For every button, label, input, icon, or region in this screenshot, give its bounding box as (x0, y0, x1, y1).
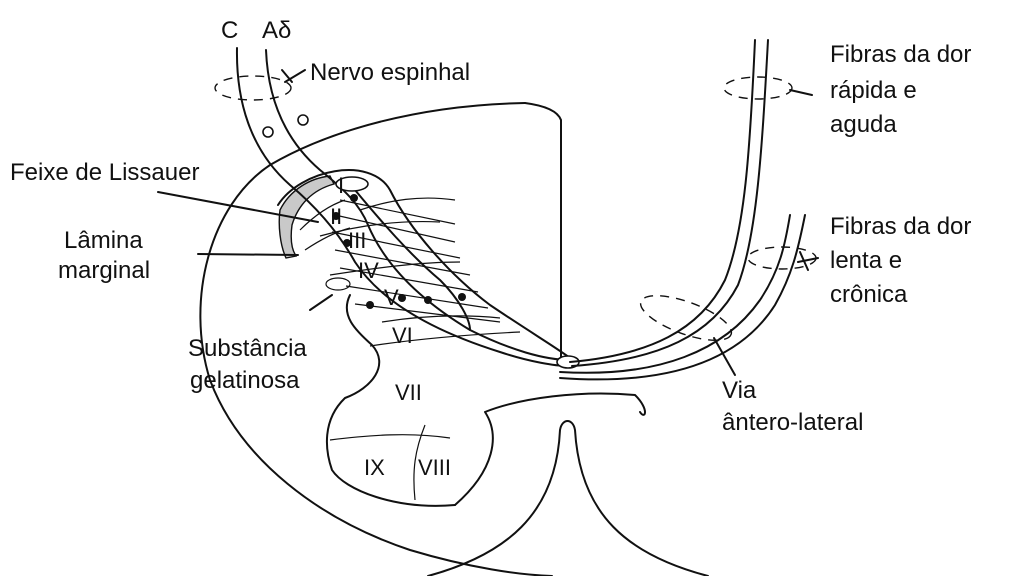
lamina-marginal-leader (198, 254, 298, 255)
a-delta-fiber-label: Aδ (262, 17, 291, 44)
lamina-V-label: V (384, 285, 399, 310)
spinal-cord-dorsal-boundary (525, 103, 561, 358)
nervo-espinhal-label: Nervo espinhal (310, 59, 470, 86)
nervo-espinhal-pointer (282, 70, 305, 82)
anterolateral-ring (635, 287, 736, 350)
lamina-marginal-label-1: Lâmina (64, 227, 143, 254)
feixe-lissauer-label: Feixe de Lissauer (10, 159, 199, 186)
lamina-III-label: III (348, 228, 366, 253)
substancia-gelatinosa-leader (310, 295, 332, 310)
substancia-gelatinosa-label-1: Substância (188, 335, 307, 362)
fibras-rapida-label-1: Fibras da dor (830, 41, 971, 68)
c-fiber-label: C (221, 17, 238, 44)
ascending-fiber-slow-1 (560, 215, 790, 373)
ascending-fiber-fast-1 (570, 40, 755, 362)
fiber-soma-2 (298, 115, 308, 125)
ventral-fissure (428, 421, 708, 576)
lamina-VIII-label: VIII (418, 455, 451, 480)
fibras-lenta-label-1: Fibras da dor (830, 213, 971, 240)
fibras-lenta-label-2: lenta e (830, 247, 902, 274)
fiber-soma-1 (263, 127, 273, 137)
via-antero-lateral-label-1: Via (722, 377, 757, 404)
ascending-fiber-fast-2 (572, 40, 768, 366)
lamina-VI-label: VI (392, 323, 413, 348)
lamina-IX-label: IX (364, 455, 385, 480)
substancia-gelatinosa-marker (326, 278, 350, 290)
nervo-espinhal-bundle-ring (215, 76, 291, 100)
fast-fibers-ring (724, 77, 792, 99)
lamina-VII-label: VII (395, 380, 422, 405)
lamina-marginal-label-2: marginal (58, 257, 150, 284)
fibras-rapida-label-3: aguda (830, 111, 897, 138)
lamina-II-label: II (330, 204, 342, 229)
substancia-gelatinosa-label-2: gelatinosa (190, 367, 300, 394)
fast-fibers-pointer (790, 90, 812, 95)
fibras-rapida-label-2: rápida e (830, 77, 917, 104)
lamina-I-label: I (338, 173, 344, 198)
fibras-lenta-label-3: crônica (830, 281, 908, 308)
ascending-fiber-slow-2 (560, 215, 805, 379)
lamina-IV-label: IV (358, 258, 379, 283)
via-antero-lateral-label-2: ântero-lateral (722, 409, 863, 436)
anterior-horn (455, 394, 645, 505)
